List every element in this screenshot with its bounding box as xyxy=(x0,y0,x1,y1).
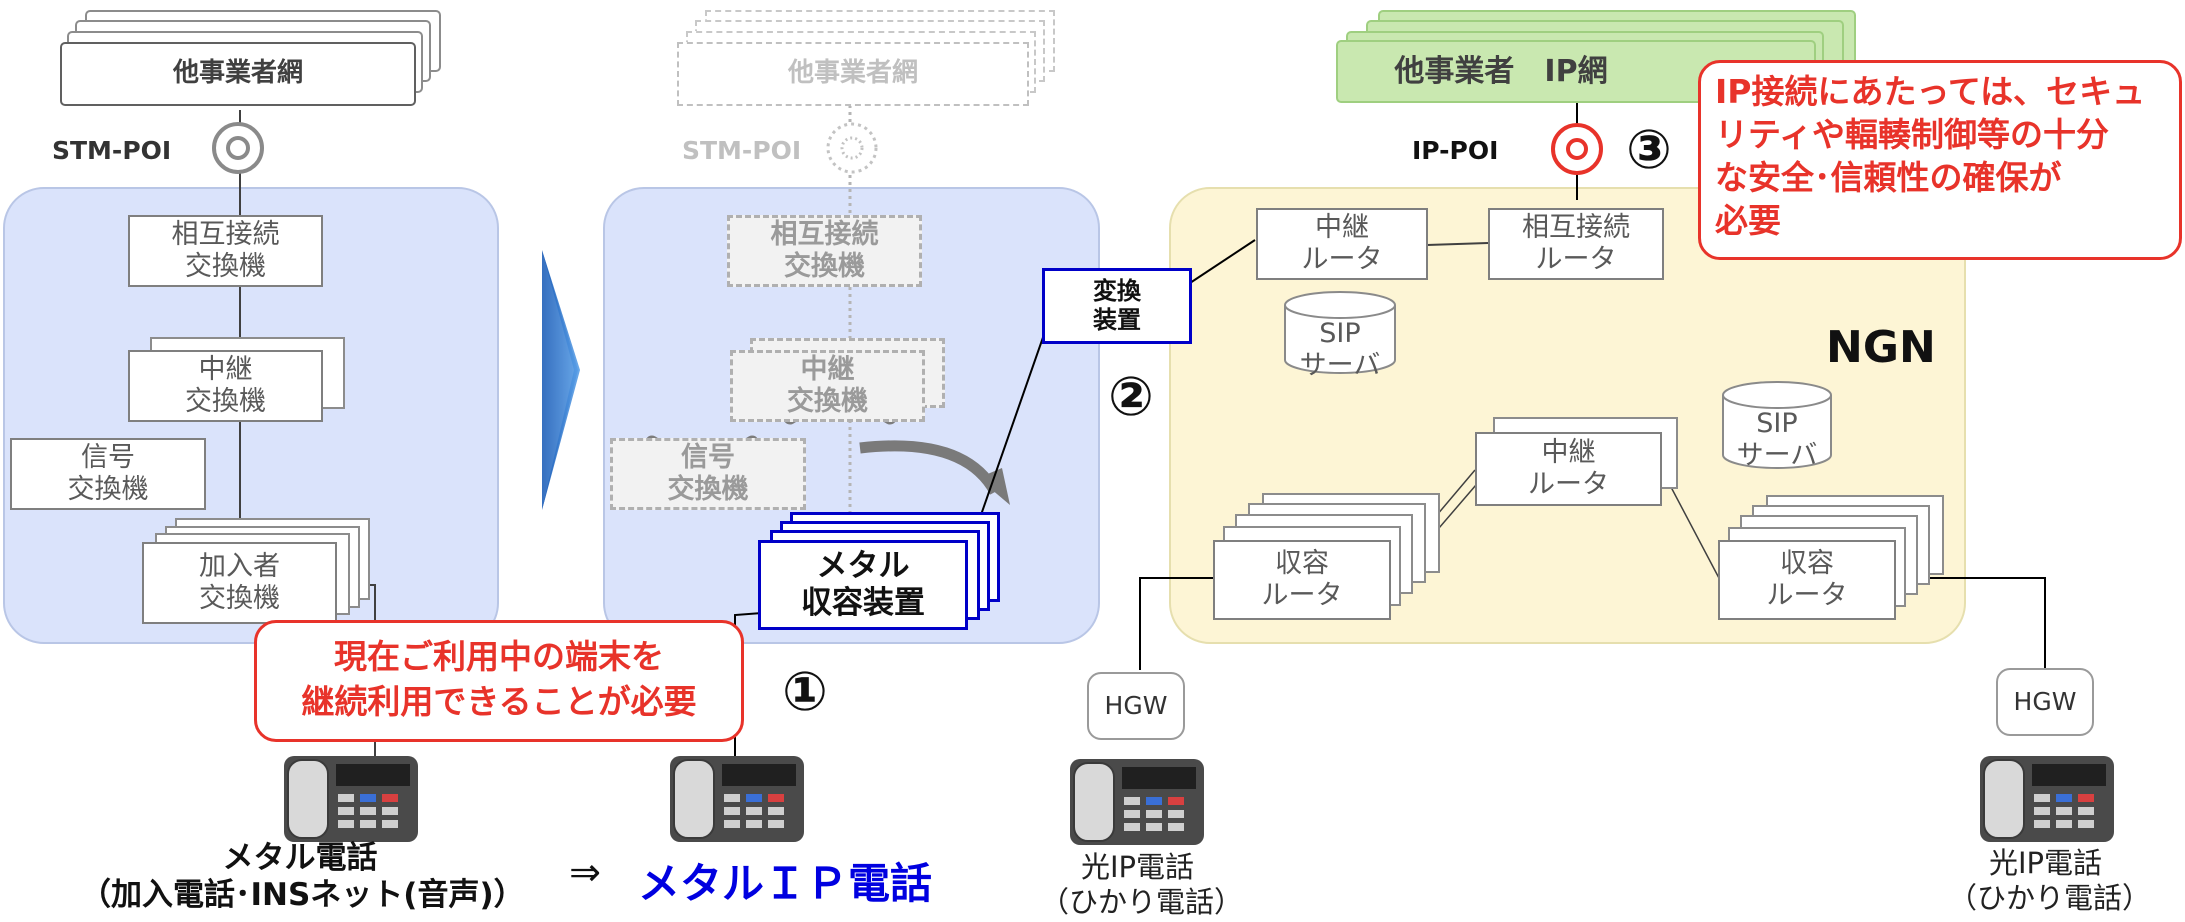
left-relay-switch: 中継 交換機 xyxy=(128,350,323,422)
sip-server-1-cylinder xyxy=(1284,291,1396,374)
line1: 収容 xyxy=(1275,547,1329,579)
line1: 信号 xyxy=(81,441,135,473)
terminal-callout: 現在ご利用中の端末を 継続利用できることが必要 xyxy=(254,620,744,742)
left-interconnect-switch: 相互接続 交換機 xyxy=(128,215,323,287)
hgw-right-label: HGW xyxy=(2013,687,2077,716)
hgw-left-label: HGW xyxy=(1104,691,1168,720)
line2: （ひかり電話） xyxy=(1040,884,1244,919)
line2: サーバ xyxy=(1299,350,1381,382)
marker-1: ① xyxy=(782,660,828,723)
line2: 交換機 xyxy=(199,583,280,614)
marker-3: ③ xyxy=(1626,118,1672,181)
line1: 信号 xyxy=(681,441,735,473)
transition-arrow-symbol: ⇒ xyxy=(569,850,601,894)
sip-server-1: SIP サーバ xyxy=(1285,318,1395,383)
line2: ルータ xyxy=(1535,244,1617,275)
terminal-callout-line1: 現在ご利用中の端末を xyxy=(334,637,664,676)
sip-server-2-cylinder xyxy=(1722,381,1832,469)
line1: 光IP電話 xyxy=(1988,846,2103,880)
left-phone-caption: メタル電話 （加入電話･INSネット(音声)） xyxy=(80,840,525,914)
line2: 交換機 xyxy=(784,251,865,282)
left-phone-caption-line2: （加入電話･INSネット(音声)） xyxy=(80,877,525,914)
interconnect-router: 相互接続 ルータ xyxy=(1488,208,1664,280)
security-callout-line1: IP接続にあたっては、セキュ xyxy=(1715,72,2146,111)
security-callout-line4: 必要 xyxy=(1715,200,1781,240)
line1: 相互接続 xyxy=(1522,211,1630,243)
edge-router-left: 収容 ルータ xyxy=(1213,540,1391,620)
left-phone-icon xyxy=(282,752,420,848)
terminal-callout-line2: 継続利用できることが必要 xyxy=(301,681,697,721)
line1: SIP xyxy=(1319,318,1361,349)
right-phone-left-icon xyxy=(1068,755,1206,851)
line1: 中継 xyxy=(198,353,253,385)
relay-router-mid: 中継 ルータ xyxy=(1475,432,1662,506)
line2: ルータ xyxy=(1261,580,1343,611)
right-phone-left-caption: 光IP電話 （ひかり電話） xyxy=(1040,850,1244,920)
line1: 中継 xyxy=(1315,211,1369,243)
left-poi-label: STM-POI xyxy=(52,136,172,165)
edge-router-right: 収容 ルータ xyxy=(1718,540,1896,620)
left-subscriber-switch: 加入者 交換機 xyxy=(142,542,337,624)
removed-signal-switch: 信号 交換機 xyxy=(610,438,806,510)
mid-carrier-network: 他事業者網 xyxy=(677,42,1029,106)
line1: 中継 xyxy=(1541,436,1596,468)
line2: ルータ xyxy=(1301,244,1383,275)
line1: 相互接続 xyxy=(770,218,879,250)
right-phone-right-caption: 光IP電話 （ひかり電話） xyxy=(1948,846,2152,916)
line2: （ひかり電話） xyxy=(1948,880,2152,915)
right-phone-right-icon xyxy=(1978,752,2116,848)
mid-carrier-network-label: 他事業者網 xyxy=(787,58,918,89)
line1: SIP xyxy=(1756,408,1798,439)
line2: 交換機 xyxy=(67,474,149,505)
stm-poi-symbol xyxy=(212,122,264,174)
ip-carrier-network-label: 他事業者 IP網 xyxy=(1394,53,1608,89)
left-signal-switch: 信号 交換機 xyxy=(10,438,206,510)
line1: 相互接続 xyxy=(171,218,280,250)
metal-unit: メタル 収容装置 xyxy=(758,540,968,630)
mid-poi-label: STM-POI xyxy=(682,136,802,165)
security-callout-line2: リティや輻輳制御等の十分 xyxy=(1715,114,2110,154)
security-callout: IP接続にあたっては、セキュ リティや輻輳制御等の十分 な安全･信頼性の確保が … xyxy=(1698,60,2182,260)
left-phone-caption-line1: メタル電話 xyxy=(222,840,378,876)
ngn-label: NGN xyxy=(1826,322,1936,373)
removed-relay-switch: 中継 交換機 xyxy=(730,350,925,422)
left-carrier-network-label: 他事業者網 xyxy=(172,58,303,89)
stm-poi-symbol-removed xyxy=(826,122,878,174)
line2: 交換機 xyxy=(667,474,749,505)
removed-interconnect-switch: 相互接続 交換機 xyxy=(727,215,922,287)
line2: 収容装置 xyxy=(801,585,925,621)
line2: ルータ xyxy=(1766,580,1848,611)
line2: 装置 xyxy=(1093,306,1141,334)
hgw-left: HGW xyxy=(1087,672,1185,740)
hgw-right: HGW xyxy=(1996,668,2094,736)
line2: 交換機 xyxy=(185,251,266,282)
line1: 中継 xyxy=(800,353,855,385)
security-callout-line3: な安全･信頼性の確保が xyxy=(1715,157,2062,197)
marker-2: ② xyxy=(1108,365,1154,428)
line2: 交換機 xyxy=(787,386,868,417)
line1: 収容 xyxy=(1780,547,1834,579)
middle-phone-icon xyxy=(668,752,806,848)
ip-poi-label: IP-POI xyxy=(1412,136,1499,165)
sip-server-2: SIP サーバ xyxy=(1723,408,1831,473)
line2: サーバ xyxy=(1736,440,1818,472)
line2: ルータ xyxy=(1528,469,1609,500)
line1: 加入者 xyxy=(199,550,280,582)
line2: 交換機 xyxy=(185,386,266,417)
metal-ip-phone-caption: メタルＩＰ電話 xyxy=(637,859,932,908)
line1: 光IP電話 xyxy=(1080,850,1195,884)
convert-unit: 変換 装置 xyxy=(1042,268,1192,344)
line1: 変換 xyxy=(1093,277,1141,306)
line1: メタル xyxy=(816,547,910,584)
left-carrier-network: 他事業者網 xyxy=(60,42,416,106)
relay-router-top: 中継 ルータ xyxy=(1256,208,1428,280)
ip-poi-symbol xyxy=(1551,123,1603,175)
